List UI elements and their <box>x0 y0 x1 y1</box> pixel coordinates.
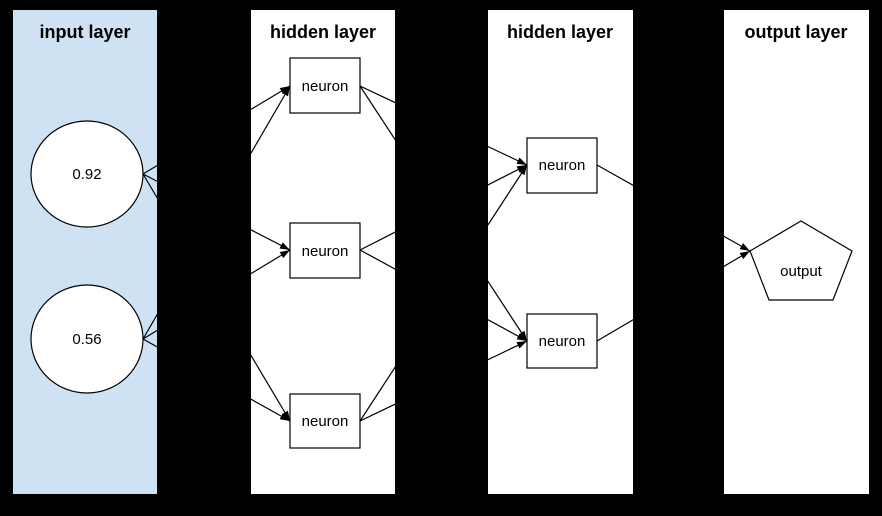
nodes <box>30 57 853 449</box>
edge-h1neuron3-to-h2neuron1 <box>359 164 528 422</box>
panel-titles: input layer hidden layer hidden layer ou… <box>39 22 847 42</box>
hidden1-neuron-1-label: neuron <box>302 78 349 95</box>
hidden2-neuron-2 <box>526 313 598 369</box>
edge-h1neuron2-to-h2neuron2 <box>359 249 528 342</box>
output-layer-title: output layer <box>744 22 847 42</box>
edge-input1-to-h1neuron3 <box>142 173 291 422</box>
input-node-2 <box>30 284 144 394</box>
input-node-1-label: 0.92 <box>72 166 101 183</box>
edges <box>142 85 751 422</box>
hidden1-neuron-3 <box>289 393 361 449</box>
hidden2-neuron-1 <box>526 137 598 194</box>
edge-input2-to-h1neuron1 <box>142 85 291 340</box>
hidden2-neuron-2-label: neuron <box>539 333 586 350</box>
edge-h1neuron3-to-h2neuron2 <box>359 340 528 422</box>
output-node-label: output <box>780 263 823 280</box>
input-node-2-label: 0.56 <box>72 331 101 348</box>
edge-h1neuron1-to-h2neuron2 <box>359 85 528 342</box>
hidden2-neuron-1-label: neuron <box>539 157 586 174</box>
hidden1-neuron-3-label: neuron <box>302 413 349 430</box>
input-layer-title: input layer <box>39 22 130 42</box>
output-node-pentagon <box>749 220 853 301</box>
edge-h1neuron2-to-h2neuron1 <box>359 164 528 251</box>
panel-hidden-layer-2 <box>488 10 633 494</box>
edge-h2neuron2-to-output <box>596 250 751 342</box>
edge-input1-to-h1neuron1 <box>142 85 291 175</box>
edge-h2neuron1-to-output <box>596 164 751 252</box>
hidden-layer-1-title: hidden layer <box>270 22 376 42</box>
hidden1-neuron-1 <box>289 57 361 114</box>
hidden-layer-2-title: hidden layer <box>507 22 613 42</box>
edge-input2-to-h1neuron3 <box>142 338 291 422</box>
input-node-1 <box>30 120 144 228</box>
hidden1-neuron-2-label: neuron <box>302 243 349 260</box>
edge-input2-to-h1neuron2 <box>142 249 291 340</box>
edge-h1neuron1-to-h2neuron1 <box>359 85 528 166</box>
node-labels: 0.92 0.56 neuron neuron neuron neuron ne… <box>72 78 822 430</box>
panel-input-layer <box>13 10 157 494</box>
hidden1-neuron-2 <box>289 222 361 279</box>
